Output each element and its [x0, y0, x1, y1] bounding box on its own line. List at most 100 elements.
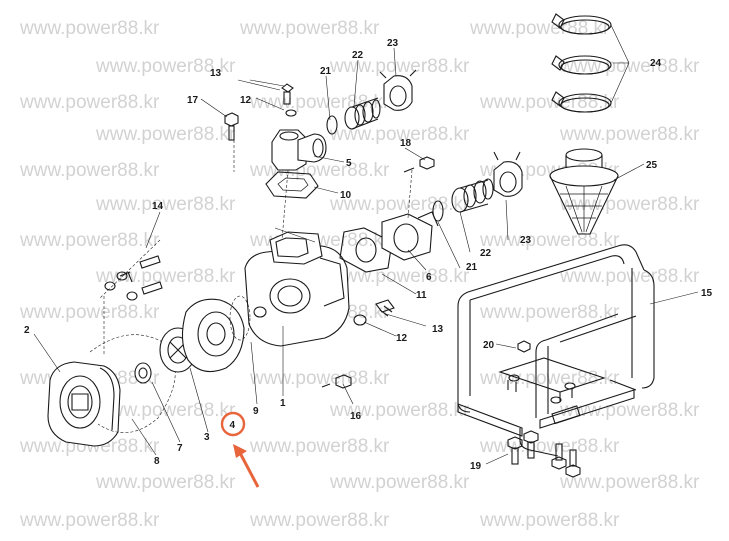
label-11: 11 [416, 290, 427, 301]
watermark-text: www.power88.kr [479, 510, 620, 531]
label-6: 6 [426, 272, 432, 283]
label-4: 4 [230, 420, 236, 431]
part-6-flange [381, 211, 439, 261]
label-15: 15 [701, 288, 713, 299]
watermark-text: www.power88.kr [19, 92, 160, 113]
label-5: 5 [346, 158, 352, 169]
highlight-arrow-shaft [237, 450, 260, 488]
watermark-text: www.power88.kr [469, 18, 610, 39]
watermark-text: www.power88.kr [479, 436, 620, 457]
part-23-cap-right [493, 151, 523, 197]
part-9-oring [229, 295, 251, 341]
watermark-text: www.power88.kr [249, 510, 390, 531]
watermark-text: www.power88.kr [19, 160, 160, 181]
part-5-elbow [271, 129, 327, 171]
part-16-bolt [321, 374, 352, 389]
part-15-frame [457, 244, 655, 457]
watermark-text: www.power88.kr [95, 124, 236, 145]
part-4-highlight: 4 [220, 411, 260, 488]
watermark-text: www.power88.kr [479, 368, 620, 389]
label-23-top: 23 [387, 38, 399, 49]
watermark-text: www.power88.kr [329, 124, 470, 145]
label-21-top: 21 [320, 66, 332, 77]
label-8: 8 [154, 456, 160, 467]
part-18-bolt [403, 156, 435, 173]
watermark-text: www.power88.kr [19, 436, 160, 457]
part-7-seal [134, 362, 152, 384]
watermark-text: www.power88.kr [559, 56, 700, 77]
part-14-bolts [104, 255, 163, 301]
label-13-top: 13 [210, 68, 222, 79]
watermark-text: www.power88.kr [249, 368, 390, 389]
label-14: 14 [152, 201, 164, 212]
part-22-nipple-top [344, 97, 381, 130]
part-number-labels: 13 12 17 21 22 23 5 10 18 6 21 22 23 11 … [24, 38, 713, 472]
label-2: 2 [24, 325, 30, 336]
part-22-nipple-right [451, 178, 494, 213]
label-22-right: 22 [480, 248, 492, 259]
part-17-bolt [224, 112, 239, 141]
watermark-text: www.power88.kr [249, 436, 390, 457]
label-18: 18 [400, 138, 412, 149]
highlight-arrow-head [233, 444, 247, 458]
watermark-text: www.power88.kr [329, 400, 470, 421]
watermark-text: www.power88.kr [239, 18, 380, 39]
label-23-right: 23 [520, 235, 532, 246]
label-25: 25 [646, 160, 658, 171]
watermark-text: www.power88.kr [479, 302, 620, 323]
watermark-text: www.power88.kr [559, 266, 700, 287]
watermark-text: www.power88.kr [95, 266, 236, 287]
watermark-text: www.power88.kr [479, 230, 620, 251]
watermark-text: www.power88.kr [19, 18, 160, 39]
label-12-lower: 12 [396, 333, 408, 344]
label-9: 9 [253, 406, 259, 417]
highlight-circle [220, 411, 246, 437]
watermark-text: www.power88.kr [329, 194, 470, 215]
part-8-seal [89, 334, 176, 433]
label-21-right: 21 [466, 262, 478, 273]
label-10: 10 [340, 190, 352, 201]
watermark-text: www.power88.kr [479, 92, 620, 113]
watermark-text: www.power88.kr [95, 56, 236, 77]
label-1: 1 [280, 398, 286, 409]
part-12-ring-top [285, 109, 297, 117]
watermark-text: www.power88.kr [559, 400, 700, 421]
watermark-text: www.power88.kr [95, 194, 236, 215]
part-20-nut [517, 340, 531, 353]
watermark-text: www.power88.kr [329, 56, 470, 77]
part-13-cap-top [281, 83, 294, 105]
label-13-lower: 13 [432, 324, 444, 335]
part-4-volute [181, 298, 245, 373]
part-21-oring-right [432, 200, 444, 222]
part-10-gasket [265, 171, 319, 199]
watermark-text: www.power88.kr [249, 160, 390, 181]
watermark-text: www.power88.kr [329, 266, 470, 287]
label-16: 16 [350, 411, 362, 422]
label-7: 7 [177, 443, 183, 454]
part-25-strainer [549, 148, 619, 235]
part-23-cap-top [379, 69, 417, 111]
watermark-text: www.power88.kr [19, 230, 160, 251]
watermark-text: www.power88.kr [559, 124, 700, 145]
watermark-text: www.power88.kr [19, 510, 160, 531]
watermark-text: www.power88.kr [559, 194, 700, 215]
watermark-text: www.power88.kr [559, 472, 700, 493]
part-12-ring-lower [353, 314, 367, 326]
part-2-housing [47, 361, 121, 447]
label-20: 20 [483, 340, 495, 351]
label-17: 17 [187, 95, 199, 106]
part-19-bolts [507, 430, 581, 478]
label-12-top: 12 [240, 95, 252, 106]
watermark-text: www.power88.kr [95, 472, 236, 493]
part-13-plug-lower [375, 299, 395, 317]
label-22-top: 22 [352, 50, 364, 61]
label-24: 24 [650, 58, 662, 69]
part-21-oring-top [326, 115, 338, 135]
watermark-text: www.power88.kr [329, 472, 470, 493]
label-3: 3 [204, 432, 210, 443]
label-19: 19 [470, 461, 482, 472]
leader-lines [33, 24, 699, 465]
part-11-gasket [339, 227, 393, 273]
